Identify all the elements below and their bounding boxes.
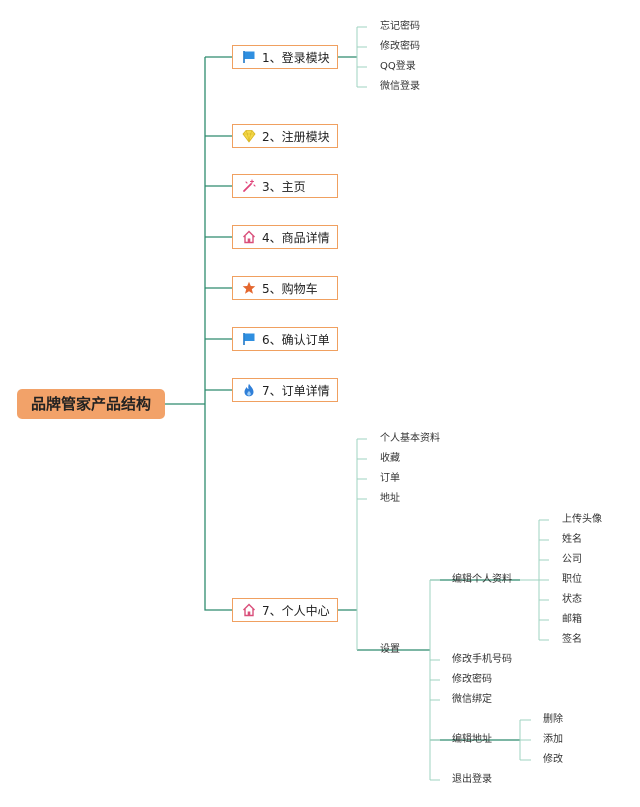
leaf-name[interactable]: 姓名 bbox=[562, 534, 582, 545]
module-label: 7、个人中心 bbox=[262, 603, 330, 618]
leaf-address[interactable]: 地址 bbox=[380, 493, 400, 504]
module-confirm-order[interactable]: 6、确认订单 bbox=[232, 327, 338, 351]
module-label: 3、主页 bbox=[262, 179, 306, 194]
module-user-center[interactable]: 7、个人中心 bbox=[232, 598, 338, 622]
module-register[interactable]: 2、注册模块 bbox=[232, 124, 338, 148]
flame-icon bbox=[242, 383, 256, 397]
leaf-forgot-password[interactable]: 忘记密码 bbox=[380, 21, 420, 32]
leaf-qq-login[interactable]: QQ登录 bbox=[380, 61, 416, 72]
module-label: 7、订单详情 bbox=[262, 383, 330, 398]
leaf-settings-change-password[interactable]: 修改密码 bbox=[452, 674, 492, 685]
module-label: 4、商品详情 bbox=[262, 230, 330, 245]
leaf-delete[interactable]: 删除 bbox=[543, 714, 563, 725]
leaf-wechat-binding[interactable]: 微信绑定 bbox=[452, 694, 492, 705]
module-label: 6、确认订单 bbox=[262, 332, 330, 347]
home-icon bbox=[242, 230, 256, 244]
leaf-status[interactable]: 状态 bbox=[562, 594, 582, 605]
root-node[interactable]: 品牌管家产品结构 bbox=[17, 389, 165, 419]
diamond-icon bbox=[242, 129, 256, 143]
leaf-change-password[interactable]: 修改密码 bbox=[380, 41, 420, 52]
flag-icon bbox=[242, 332, 256, 346]
module-home[interactable]: 3、主页 bbox=[232, 174, 338, 198]
module-cart[interactable]: 5、购物车 bbox=[232, 276, 338, 300]
leaf-modify[interactable]: 修改 bbox=[543, 754, 563, 765]
leaf-orders[interactable]: 订单 bbox=[380, 473, 400, 484]
leaf-logout[interactable]: 退出登录 bbox=[452, 774, 492, 785]
leaf-upload-avatar[interactable]: 上传头像 bbox=[562, 514, 602, 525]
module-label: 1、登录模块 bbox=[262, 50, 330, 65]
module-label: 2、注册模块 bbox=[262, 129, 330, 144]
star-icon bbox=[242, 281, 256, 295]
module-product-detail[interactable]: 4、商品详情 bbox=[232, 225, 338, 249]
leaf-edit-profile[interactable]: 编辑个人资料 bbox=[452, 574, 512, 585]
leaf-favorites[interactable]: 收藏 bbox=[380, 453, 400, 464]
magic-wand-icon bbox=[242, 179, 256, 193]
leaf-add[interactable]: 添加 bbox=[543, 734, 563, 745]
module-label: 5、购物车 bbox=[262, 281, 318, 296]
module-order-detail[interactable]: 7、订单详情 bbox=[232, 378, 338, 402]
leaf-basic-profile[interactable]: 个人基本资料 bbox=[380, 433, 440, 444]
leaf-change-phone[interactable]: 修改手机号码 bbox=[452, 654, 512, 665]
home-icon bbox=[242, 603, 256, 617]
leaf-position[interactable]: 职位 bbox=[562, 574, 582, 585]
leaf-signature[interactable]: 签名 bbox=[562, 634, 582, 645]
leaf-email[interactable]: 邮箱 bbox=[562, 614, 582, 625]
leaf-edit-address[interactable]: 编辑地址 bbox=[452, 734, 492, 745]
leaf-wechat-login[interactable]: 微信登录 bbox=[380, 81, 420, 92]
module-login[interactable]: 1、登录模块 bbox=[232, 45, 338, 69]
flag-icon bbox=[242, 50, 256, 64]
leaf-settings[interactable]: 设置 bbox=[380, 644, 400, 655]
leaf-company[interactable]: 公司 bbox=[562, 554, 582, 565]
